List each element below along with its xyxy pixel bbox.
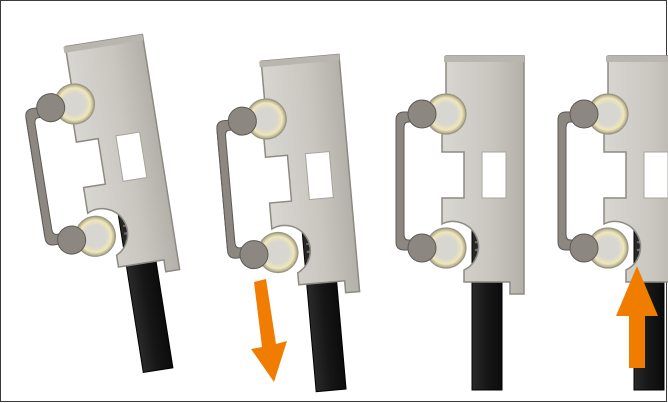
step-2-module-pull-down: [211, 54, 368, 398]
step-1-module-tilted: [16, 34, 195, 384]
down-arrow-icon: [251, 279, 287, 382]
step-3-module-seated: [396, 56, 524, 390]
step-4-module-locked: [558, 56, 668, 390]
